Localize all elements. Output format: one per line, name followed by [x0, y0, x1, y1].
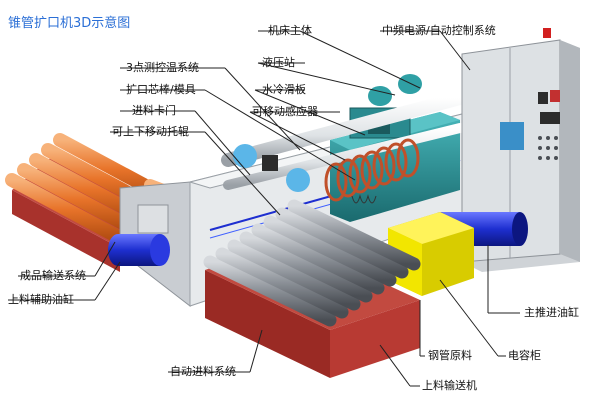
- label-roller: 可上下移动托辊: [112, 125, 189, 138]
- label-feed-door: 进料卡门: [132, 104, 176, 117]
- label-mandrel: 扩口芯棒/模具: [126, 83, 196, 96]
- label-main-cylinder: 主推进油缸: [524, 306, 579, 319]
- orange-pipes: [5, 133, 236, 245]
- label-control-system: 中频电源/自动控制系统: [382, 24, 496, 37]
- auto-feed-system: [203, 199, 421, 378]
- induction-coil: [324, 138, 420, 204]
- label-finished-conveyor: 成品输送系统: [20, 269, 86, 282]
- label-water-slide: 水冷滑板: [262, 83, 306, 96]
- label-movable-sensor: 可移动感应器: [252, 105, 318, 118]
- label-auto-feed: 自动进料系统: [170, 365, 236, 378]
- label-steel-pipe: 钢管原料: [428, 349, 472, 362]
- label-temp-system: 3点测控温系统: [126, 61, 199, 74]
- leader-lines: [8, 30, 520, 387]
- finished-rack-front: [12, 190, 120, 272]
- label-machine-body: 机床主体: [268, 24, 312, 37]
- label-hydraulic-station: 液压站: [262, 56, 295, 69]
- label-capacitor: 电容柜: [508, 349, 541, 362]
- label-feed-conveyor: 上料输送机: [422, 379, 477, 392]
- main-shaft: [221, 91, 467, 192]
- diagram-title: 锥管扩口机3D示意图: [8, 16, 131, 31]
- label-aux-cylinder: 上料辅助油缸: [8, 293, 74, 306]
- capacitor-cabinet: [388, 212, 474, 296]
